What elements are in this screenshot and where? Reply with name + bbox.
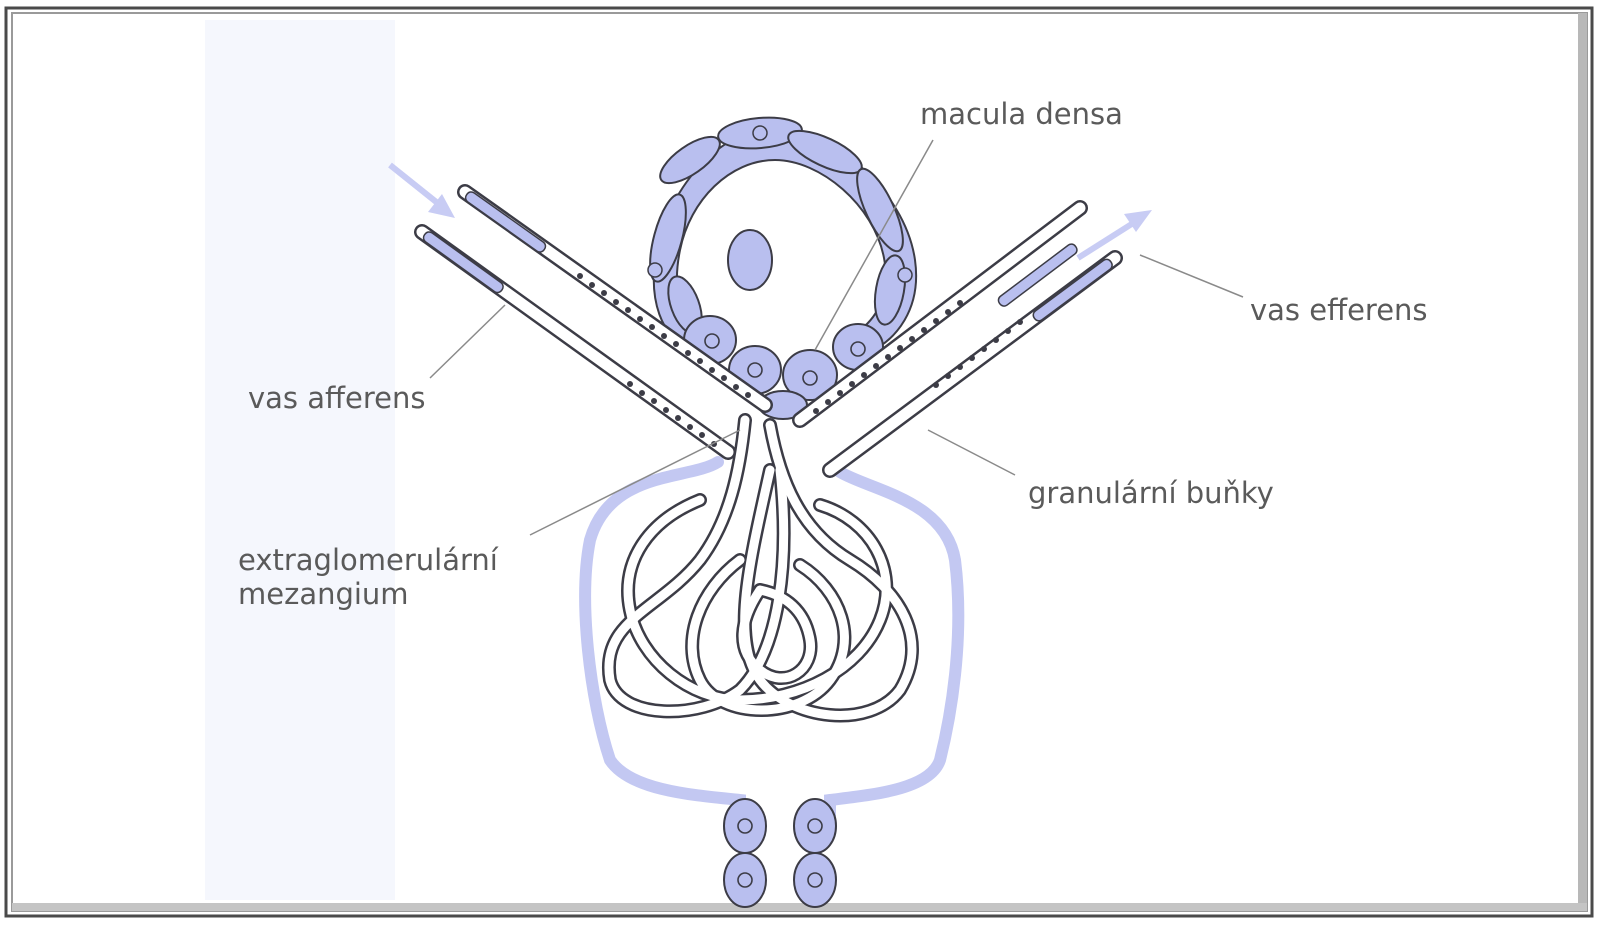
label-extraglomerular-line2: mezangium xyxy=(238,577,409,611)
lumen-cell xyxy=(728,230,772,290)
label-vas-afferens: vas afferens xyxy=(248,381,425,415)
label-extraglomerular-line1: extraglomerulární xyxy=(238,543,499,577)
label-macula-densa: macula densa xyxy=(920,97,1123,131)
label-granular-cells: granulární buňky xyxy=(1028,476,1274,510)
background-shading xyxy=(205,20,395,900)
label-vas-efferens: vas efferens xyxy=(1250,293,1428,327)
